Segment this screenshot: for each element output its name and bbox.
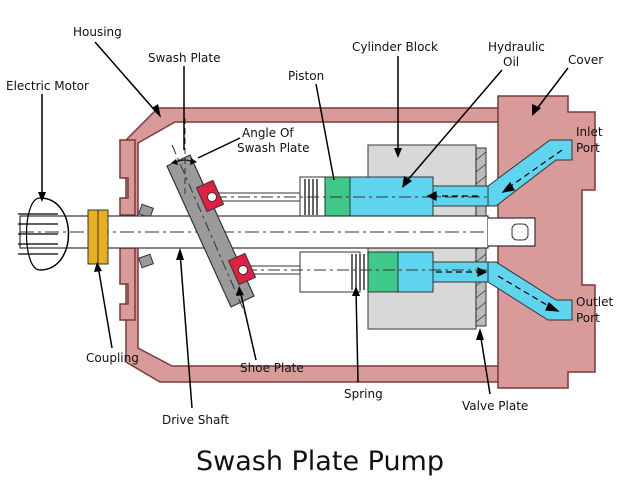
shoe-plate-lower: [227, 252, 257, 286]
coupling: [87, 209, 109, 265]
label-coupling: Coupling: [86, 351, 139, 365]
label-drive-shaft: Drive Shaft: [162, 413, 229, 427]
piston-lower: [299, 251, 399, 293]
shoe-plate-upper: [195, 179, 225, 213]
label-piston: Piston: [288, 69, 324, 83]
label-swash-plate: Swash Plate: [148, 51, 220, 65]
label-electric-motor: Electric Motor: [6, 79, 89, 93]
label-outlet-port: Port: [576, 311, 600, 325]
label-angle-swash-plate: Swash Plate: [237, 141, 309, 155]
label-oil: Oil: [503, 55, 519, 69]
label-hydraulic: Hydraulic: [488, 40, 545, 54]
housing-body: [119, 107, 501, 383]
electric-motor: [18, 197, 70, 271]
label-outlet: Outlet: [576, 295, 613, 309]
label-angle-of: Angle Of: [242, 126, 294, 140]
label-inlet-port: Port: [576, 141, 600, 155]
label-cover: Cover: [568, 53, 603, 67]
label-cylinder-block: Cylinder Block: [352, 40, 438, 54]
label-shoe-plate: Shoe Plate: [240, 361, 304, 375]
label-inlet: Inlet: [576, 125, 603, 139]
label-spring: Spring: [344, 387, 383, 401]
valve-plate-hatch: [475, 151, 487, 323]
spring-lower: [351, 254, 365, 290]
flow-arrows: [426, 149, 563, 312]
label-housing: Housing: [73, 25, 122, 39]
leader-lines: [38, 41, 569, 409]
diagram-title: Swash Plate Pump: [196, 446, 444, 477]
label-valve-plate: Valve Plate: [462, 399, 528, 413]
